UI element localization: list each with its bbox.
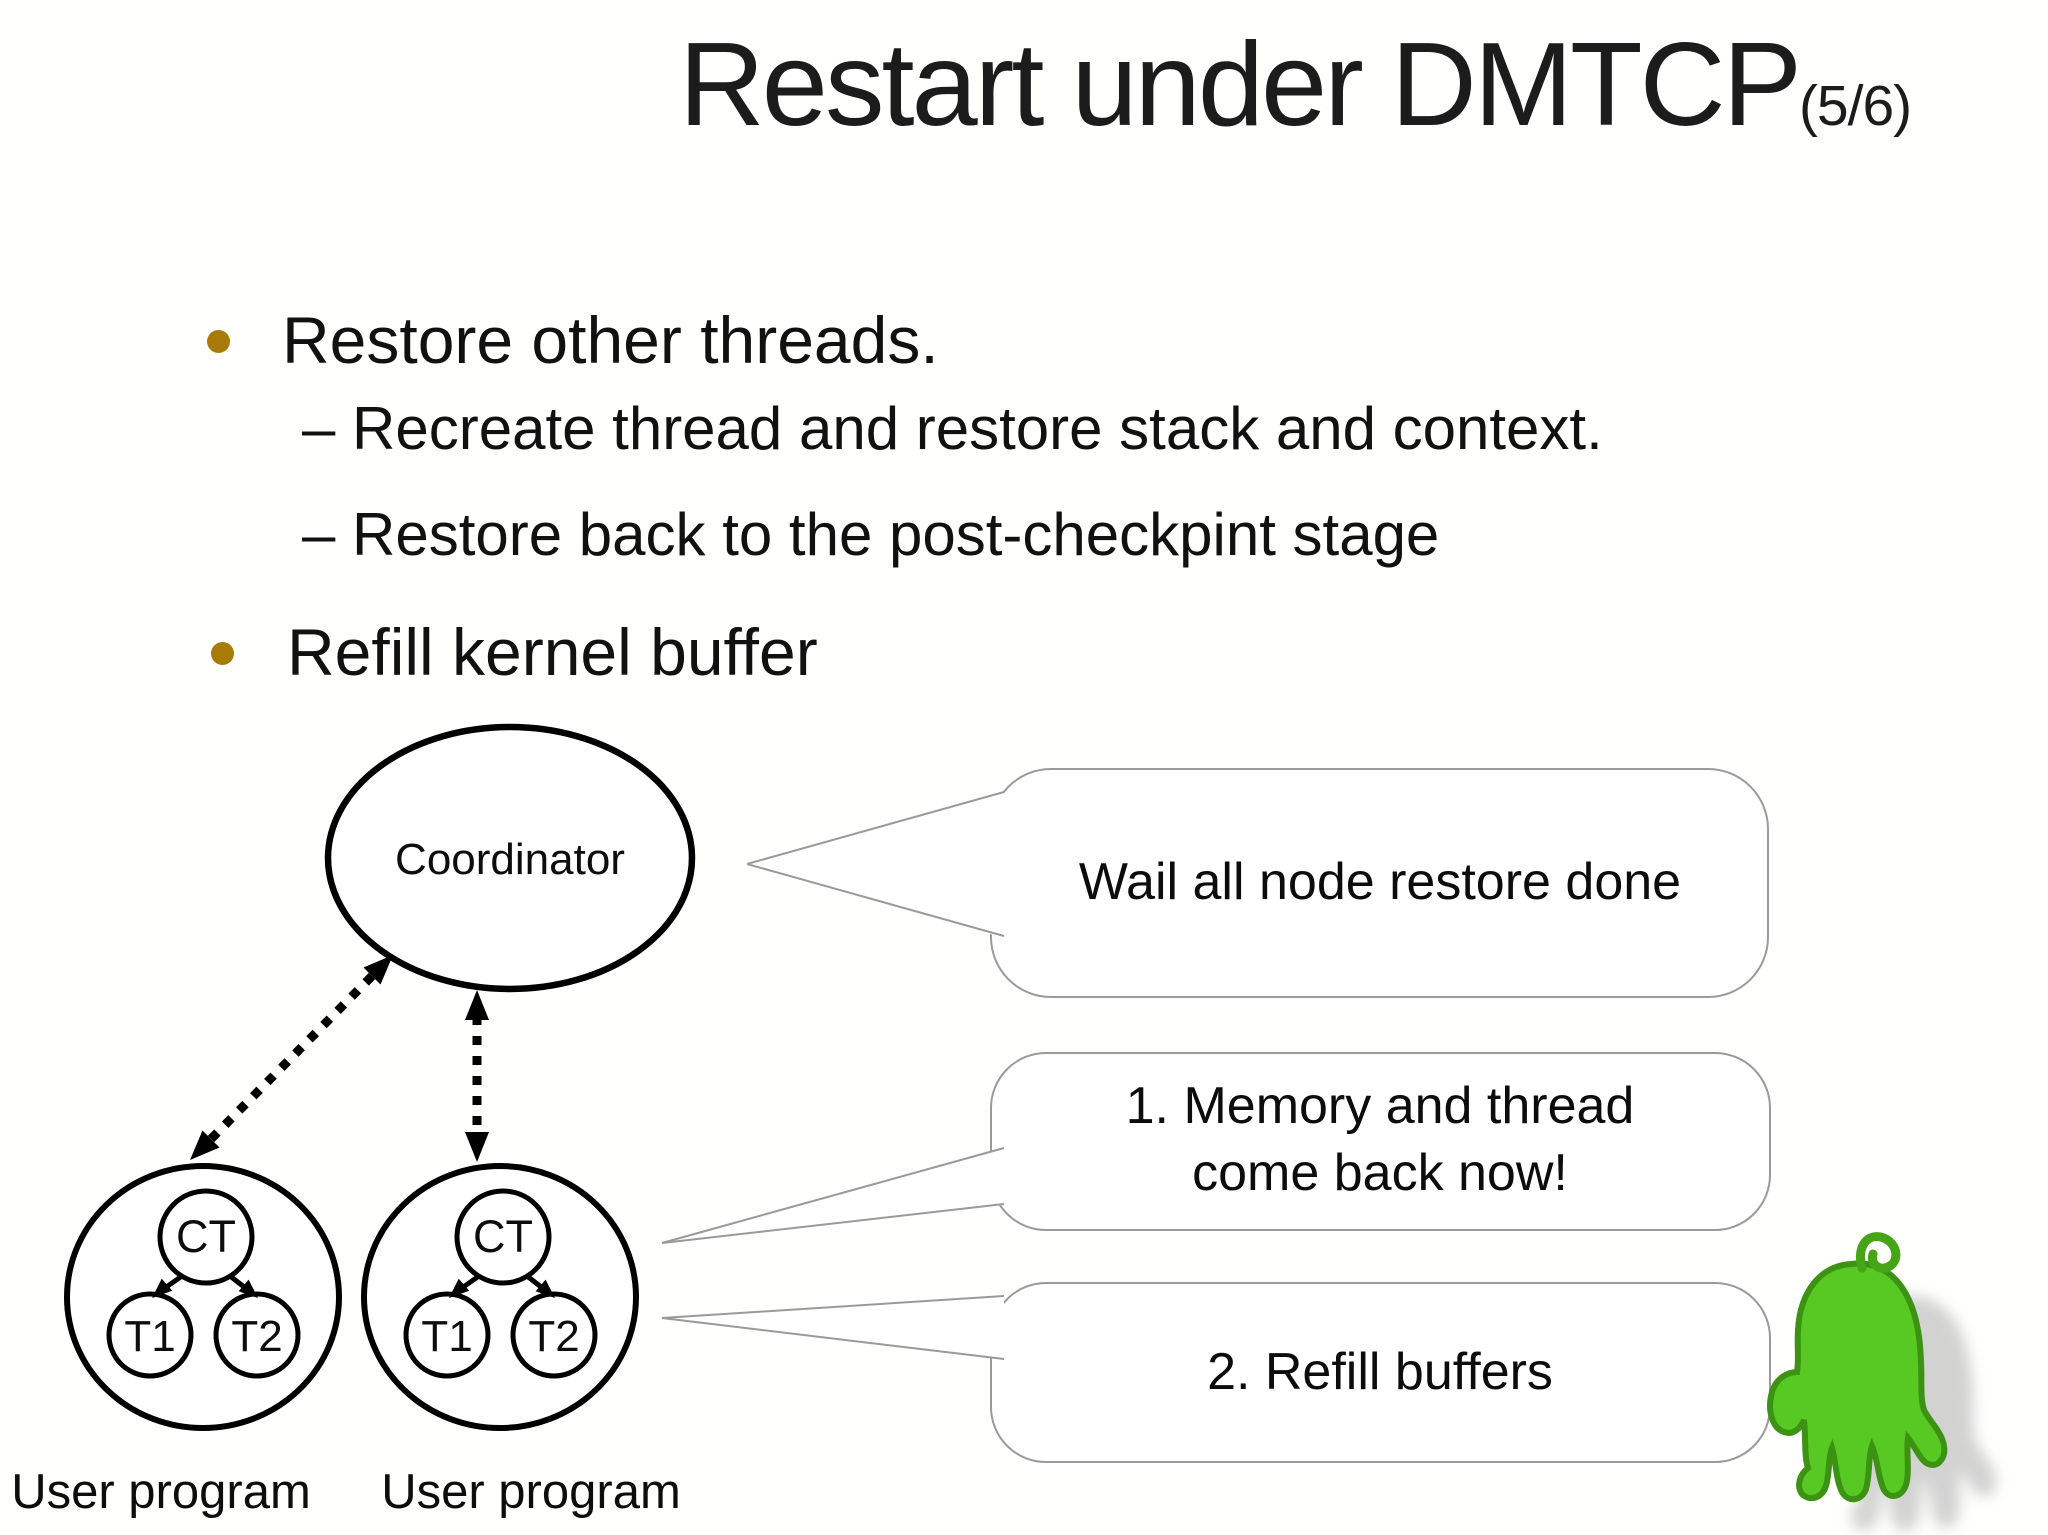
title-text: Restart under DMTCP (678, 18, 1802, 151)
hand-shadow (1822, 1295, 1997, 1532)
bubble-tail (662, 1148, 1004, 1243)
coordinator-label: Coordinator (395, 835, 625, 884)
ct-label: CT (176, 1211, 236, 1262)
bullet-dot (211, 642, 234, 665)
dotted-arrow-right (465, 990, 489, 1162)
bubble-tail (662, 1296, 1004, 1360)
hand-curl (1856, 1232, 1901, 1273)
user-program-caption: User program (11, 1465, 311, 1519)
bubble-tail (747, 792, 1004, 938)
process-left: CT T1 T2 User program (11, 1163, 342, 1519)
t1-circle (403, 1291, 491, 1379)
hand-palm (1767, 1260, 1948, 1503)
dotted-arrow-left (190, 955, 393, 1160)
t1-circle (106, 1291, 194, 1379)
t2-label: T2 (528, 1312, 579, 1361)
ct-circle (454, 1188, 552, 1286)
green-hand-icon (1767, 1232, 1997, 1532)
t1-label: T1 (124, 1312, 175, 1361)
sub-bullet-recreate: – Recreate thread and restore stack and … (302, 395, 1603, 462)
user-program-caption: User program (381, 1465, 681, 1519)
title-suffix: (5/6) (1798, 74, 1912, 138)
process-circle (361, 1163, 639, 1431)
process-right: CT T1 T2 User program (361, 1163, 681, 1519)
process-circle (64, 1163, 342, 1431)
t1-label: T1 (421, 1312, 472, 1361)
t2-circle (213, 1291, 301, 1379)
bullet-refill-buffer: Refill kernel buffer (287, 615, 818, 689)
sub-bullet-restore-back: – Restore back to the post-checkpint sta… (302, 501, 1440, 568)
bubble-text-wait: Wail all node restore done (1078, 852, 1682, 911)
ct-label: CT (473, 1211, 533, 1262)
bubble-text-refill: 2. Refill buffers (1207, 1342, 1553, 1401)
bullet-restore-threads: Restore other threads. (282, 303, 939, 377)
bubble-text-memory: 1. Memory and thread come back now! (1125, 1077, 1635, 1202)
bullet-dot (207, 330, 230, 353)
ct-circle (157, 1188, 255, 1286)
coordinator-ellipse (324, 723, 696, 993)
t2-circle (510, 1291, 598, 1379)
page-title: Restart under DMTCP(5/6) (560, 16, 2030, 153)
t2-label: T2 (231, 1312, 282, 1361)
